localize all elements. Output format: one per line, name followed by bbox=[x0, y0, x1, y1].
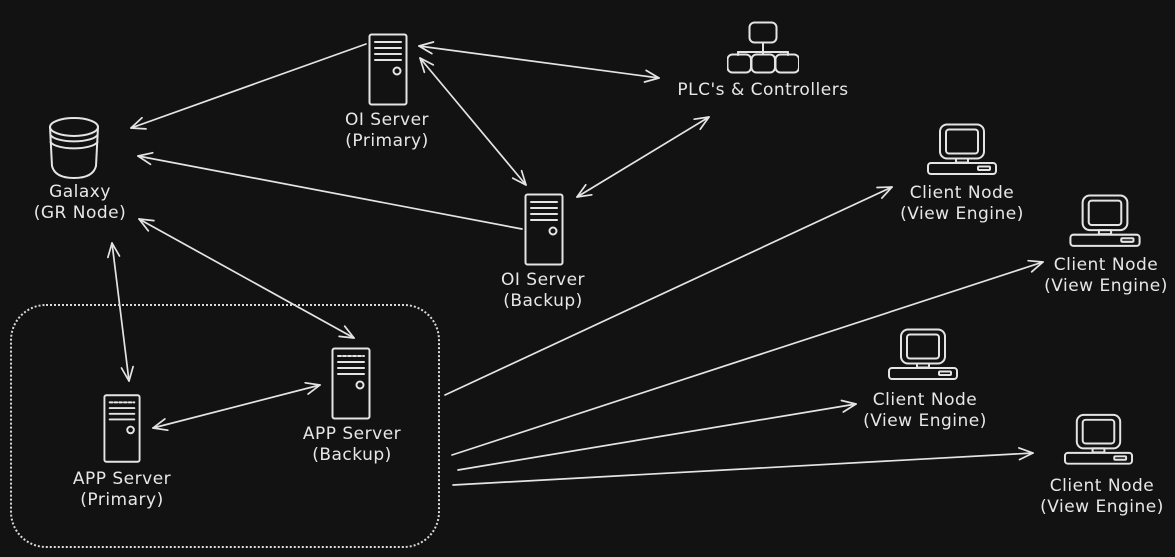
database-icon bbox=[49, 117, 99, 179]
label-line1: Client Node bbox=[872, 390, 978, 410]
node-app-server-backup[interactable] bbox=[331, 347, 371, 420]
label-line2: (View Engine) bbox=[1044, 276, 1168, 296]
label-line2: (Backup) bbox=[503, 291, 583, 311]
node-oi-server-backup-label: OI Server (Backup) bbox=[501, 270, 585, 312]
arrow-oi-server-backup-to-galaxy bbox=[137, 151, 523, 230]
node-oi-server-primary[interactable] bbox=[368, 33, 408, 106]
node-client-node-1[interactable] bbox=[926, 123, 998, 181]
node-client-node-1-label: Client Node (View Engine) bbox=[900, 183, 1024, 225]
label-line1: APP Server bbox=[302, 424, 402, 444]
node-app-server-backup-label: APP Server (Backup) bbox=[303, 424, 401, 466]
label-line2: (GR Node) bbox=[33, 203, 127, 223]
label-line1: Client Node bbox=[1049, 476, 1155, 496]
desktop-computer-icon bbox=[1063, 413, 1134, 465]
node-plc-controllers[interactable] bbox=[727, 21, 799, 75]
label-line2: (Primary) bbox=[345, 131, 429, 151]
desktop-computer-icon bbox=[888, 328, 958, 380]
arrow-oi-server-primary-to-oi-server-backup bbox=[419, 57, 527, 186]
node-app-server-primary-label: APP Server (Primary) bbox=[73, 469, 171, 511]
node-galaxy-label: Galaxy (GR Node) bbox=[34, 182, 127, 224]
arrow-app-server-group-to-client-node-3 bbox=[457, 399, 857, 471]
node-client-node-4[interactable] bbox=[1063, 413, 1134, 471]
node-oi-server-backup[interactable] bbox=[524, 193, 564, 266]
label-line1: Client Node bbox=[909, 183, 1015, 203]
label-line2: (Backup) bbox=[312, 445, 392, 465]
node-client-node-2-label: Client Node (View Engine) bbox=[1044, 255, 1168, 297]
arrow-oi-server-primary-to-plc-controllers bbox=[418, 41, 660, 83]
node-client-node-2[interactable] bbox=[1068, 194, 1142, 253]
node-galaxy[interactable] bbox=[48, 116, 100, 180]
arrow-oi-server-primary-to-galaxy bbox=[130, 43, 367, 130]
plc-network-icon bbox=[727, 21, 799, 74]
label-line1: Client Node bbox=[1053, 255, 1159, 275]
label-line1: Galaxy bbox=[49, 182, 111, 202]
node-oi-server-primary-label: OI Server (Primary) bbox=[345, 110, 429, 152]
label-line1: OI Server bbox=[500, 270, 586, 290]
server-tower-icon bbox=[103, 394, 141, 463]
node-client-node-3[interactable] bbox=[887, 328, 959, 386]
label-line2: (View Engine) bbox=[900, 204, 1024, 224]
server-tower-icon bbox=[331, 347, 371, 420]
server-tower-icon bbox=[368, 33, 408, 106]
arrow-oi-server-backup-to-plc-controllers bbox=[576, 116, 710, 198]
label-line2: (View Engine) bbox=[1040, 497, 1164, 517]
label-line1: APP Server bbox=[72, 469, 172, 489]
label-line2: (Primary) bbox=[80, 490, 164, 510]
arrow-app-server-group-to-client-node-4 bbox=[452, 447, 1034, 486]
node-client-node-3-label: Client Node (View Engine) bbox=[863, 390, 987, 432]
label-line1: PLC's & Controllers bbox=[677, 80, 849, 100]
desktop-computer-icon bbox=[927, 123, 997, 175]
app-server-group-box bbox=[10, 304, 440, 548]
node-client-node-4-label: Client Node (View Engine) bbox=[1040, 476, 1164, 518]
node-app-server-primary[interactable] bbox=[103, 392, 141, 465]
desktop-computer-icon bbox=[1069, 194, 1141, 247]
label-line1: OI Server bbox=[344, 110, 430, 130]
node-plc-controllers-label: PLC's & Controllers bbox=[677, 80, 848, 101]
server-tower-icon bbox=[524, 193, 564, 266]
label-line2: (View Engine) bbox=[863, 411, 987, 431]
